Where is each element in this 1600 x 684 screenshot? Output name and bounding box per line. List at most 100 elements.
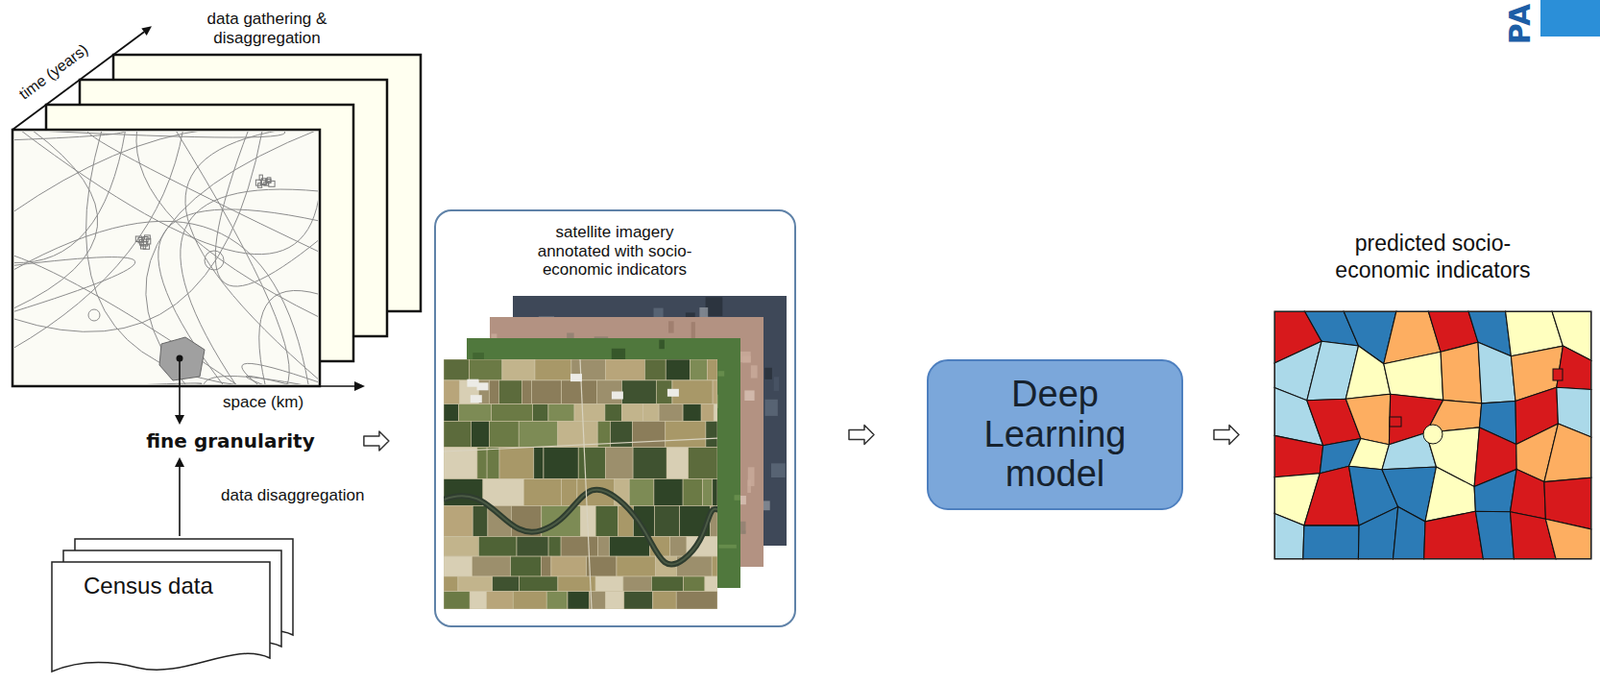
field	[682, 404, 702, 422]
building	[477, 382, 489, 390]
field	[665, 359, 690, 381]
road	[113, 383, 202, 385]
connector	[1213, 425, 1239, 445]
image-texture	[658, 339, 665, 350]
road	[443, 437, 718, 452]
map-region	[1510, 468, 1547, 519]
road	[20, 131, 286, 138]
road	[14, 255, 240, 385]
field	[688, 447, 718, 480]
field	[683, 576, 705, 592]
document-sheet	[51, 561, 270, 672]
field	[609, 536, 651, 558]
river	[443, 489, 718, 565]
field	[644, 359, 666, 381]
field	[689, 359, 707, 381]
town-block	[261, 178, 267, 185]
field	[523, 479, 561, 507]
logo-block	[1540, 0, 1600, 37]
building	[570, 373, 582, 382]
town-block	[145, 235, 151, 240]
map-region	[1274, 435, 1324, 477]
choropleth-map	[1274, 311, 1592, 559]
image-texture	[771, 462, 786, 478]
map-frame	[1275, 312, 1592, 559]
road	[87, 131, 318, 253]
field	[470, 420, 489, 447]
field	[632, 420, 666, 447]
image-texture	[747, 480, 752, 494]
road	[145, 131, 318, 385]
field	[712, 479, 718, 507]
map-region	[1545, 518, 1592, 559]
field	[665, 420, 706, 447]
field	[469, 359, 503, 381]
connector	[174, 457, 185, 536]
field	[651, 576, 683, 592]
road	[14, 220, 309, 385]
field	[533, 447, 544, 480]
field	[705, 420, 718, 447]
field	[653, 591, 677, 609]
text-label: space (km)	[222, 392, 304, 413]
town-block	[141, 241, 148, 246]
map-region	[1357, 507, 1398, 559]
field	[595, 506, 618, 537]
image-texture	[734, 494, 741, 501]
field	[670, 536, 687, 558]
field	[643, 404, 660, 422]
ring-road	[88, 309, 100, 321]
field	[598, 536, 610, 558]
field	[624, 591, 654, 609]
map-region	[1393, 507, 1427, 559]
field	[443, 591, 470, 609]
connector-line	[178, 386, 181, 415]
field	[532, 380, 562, 405]
map-region	[1274, 512, 1305, 559]
arrowhead	[174, 414, 185, 425]
block-arrow	[848, 425, 874, 445]
map-region	[1474, 468, 1517, 511]
road	[158, 209, 318, 385]
image-texture	[691, 321, 696, 340]
map-region	[1544, 423, 1592, 483]
field	[499, 447, 534, 480]
map-region	[1510, 511, 1557, 559]
town-block	[138, 237, 144, 243]
town-block	[143, 244, 149, 249]
node-text: predicted socio-economic indicators	[1317, 230, 1549, 284]
satellite-image	[443, 359, 718, 609]
field	[666, 447, 689, 480]
field	[605, 447, 633, 480]
field	[478, 536, 517, 558]
field	[574, 404, 606, 422]
image-texture	[751, 364, 758, 378]
river	[443, 489, 718, 565]
field	[713, 404, 718, 422]
field	[512, 591, 547, 609]
town-block	[268, 180, 275, 187]
map-region	[1383, 351, 1444, 400]
field	[543, 447, 579, 480]
image-texture	[705, 296, 724, 316]
road	[85, 131, 246, 385]
connector-line	[178, 466, 181, 536]
field	[488, 380, 499, 405]
field	[557, 420, 598, 447]
road	[20, 131, 318, 255]
road	[14, 131, 263, 332]
image-texture	[764, 367, 773, 380]
map-region	[1478, 341, 1516, 404]
map-region	[1345, 393, 1390, 445]
map-region	[1424, 510, 1484, 559]
imagery-box: satellite imagery annotated with socio-e…	[434, 209, 797, 628]
map-region	[1345, 345, 1390, 399]
building	[611, 391, 624, 400]
field	[516, 536, 549, 558]
image-texture	[718, 370, 726, 377]
field	[443, 404, 460, 422]
field	[443, 576, 459, 592]
road	[136, 131, 318, 318]
field	[498, 380, 522, 405]
